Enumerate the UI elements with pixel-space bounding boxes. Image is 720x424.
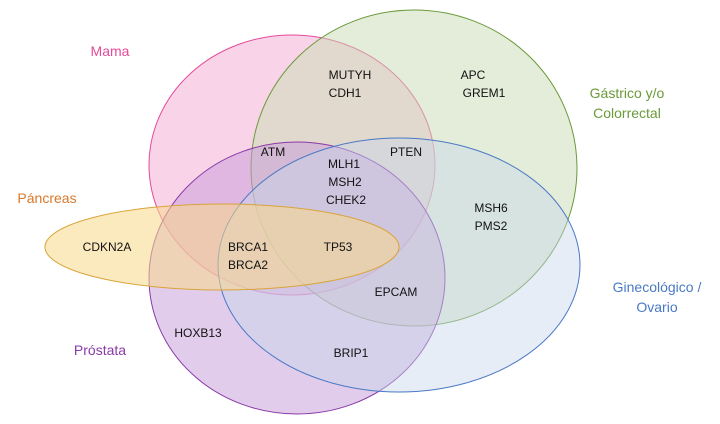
- gene-grem1: GREM1: [463, 86, 506, 100]
- pancreas-label: Páncreas: [17, 190, 76, 206]
- gene-epcam: EPCAM: [375, 285, 418, 299]
- gene-pms2: PMS2: [475, 219, 508, 233]
- pancreas-ellipse: [44, 203, 400, 291]
- gene-cdh1: CDH1: [329, 86, 362, 100]
- gene-mutyh: MUTYH: [329, 68, 372, 82]
- gene-cdkn2a: CDKN2A: [83, 240, 132, 254]
- gene-tp53: TP53: [324, 240, 353, 254]
- gene-apc: APC: [461, 68, 486, 82]
- ginecologico-label-line1: Ginecológico /: [613, 279, 702, 295]
- gene-mlh1: MLH1: [328, 157, 360, 171]
- mama-label: Mama: [91, 43, 130, 59]
- gene-brca2: BRCA2: [228, 258, 268, 272]
- gene-pten: PTEN: [390, 145, 422, 159]
- gastrico-label-line2: Colorrectal: [593, 105, 661, 121]
- gene-brca1: BRCA1: [228, 240, 268, 254]
- gene-atm: ATM: [261, 145, 285, 159]
- gene-hoxb13: HOXB13: [174, 326, 222, 340]
- prostata-label: Próstata: [74, 342, 126, 358]
- gene-msh6: MSH6: [474, 201, 508, 215]
- ginecologico-label-line2: Ovario: [636, 299, 677, 315]
- gastrico-label-line1: Gástrico y/o: [590, 85, 665, 101]
- gene-chek2: CHEK2: [326, 193, 366, 207]
- gene-msh2: MSH2: [328, 175, 362, 189]
- gene-brip1: BRIP1: [334, 346, 369, 360]
